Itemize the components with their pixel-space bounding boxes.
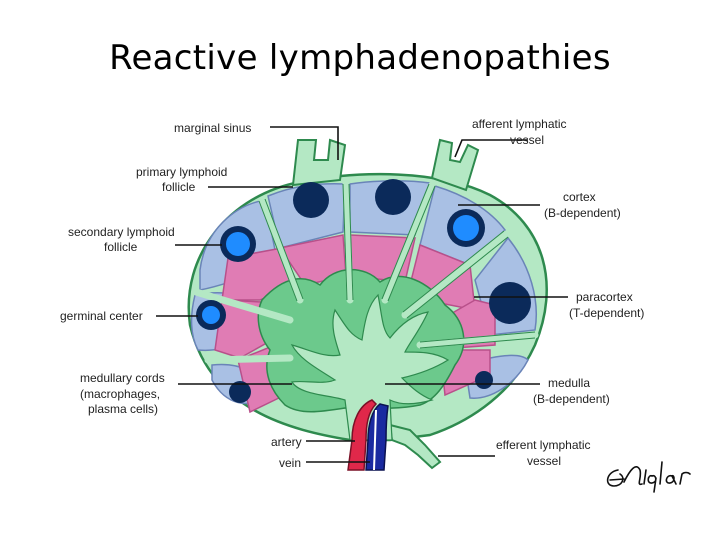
trabeculae-outline [258, 183, 536, 349]
label-germinal-center: germinal center [60, 309, 143, 323]
label-medullary-cords-2: (macrophages, [80, 387, 160, 401]
medulla-sinus [290, 293, 450, 441]
trabeculae [192, 180, 539, 364]
label-medulla: medulla [548, 376, 590, 390]
label-primary-follicle: primary lymphoid [136, 165, 227, 179]
label-marginal-sinus: marginal sinus [174, 121, 251, 135]
primary-follicle [475, 371, 493, 389]
primary-follicle [229, 381, 251, 403]
label-paracortex: paracortex [576, 290, 633, 304]
label-paracortex-2: (T-dependent) [569, 306, 644, 320]
afferent-vessel-left [291, 138, 347, 187]
afferent-vessel-right [430, 138, 480, 192]
label-primary-follicle-2: follicle [162, 180, 196, 194]
label-efferent-vessel-2: vessel [527, 454, 561, 468]
label-artery: artery [271, 435, 302, 449]
label-afferent-vessel-2: vessel [510, 133, 544, 147]
primary-follicle [293, 182, 329, 218]
efferent-vessel [388, 423, 442, 470]
label-secondary-follicle-2: follicle [104, 240, 138, 254]
label-efferent-vessel: efferent lymphatic [496, 438, 591, 452]
germinal-center [226, 232, 250, 256]
germinal-center [453, 215, 479, 241]
artist-signature [606, 461, 691, 493]
vein [365, 403, 389, 471]
primary-follicles [229, 179, 531, 403]
germinal-center [202, 306, 220, 324]
vessel-separator [373, 409, 377, 471]
label-afferent-vessel: afferent lymphatic [472, 117, 567, 131]
page-title: Reactive lymphadenopathies [109, 38, 611, 78]
label-medullary-cords: medullary cords [80, 371, 165, 385]
label-medullary-cords-3: plasma cells) [88, 402, 158, 416]
label-cortex-2: (B-dependent) [544, 206, 621, 220]
secondary-follicles [196, 209, 485, 330]
artery [347, 399, 378, 471]
leader-lines [156, 126, 568, 463]
primary-follicle [489, 282, 531, 324]
label-secondary-follicle: secondary lymphoid [68, 225, 175, 239]
label-vein: vein [279, 456, 301, 470]
label-medulla-2: (B-dependent) [533, 392, 610, 406]
primary-follicle [375, 179, 411, 215]
label-cortex: cortex [563, 190, 596, 204]
